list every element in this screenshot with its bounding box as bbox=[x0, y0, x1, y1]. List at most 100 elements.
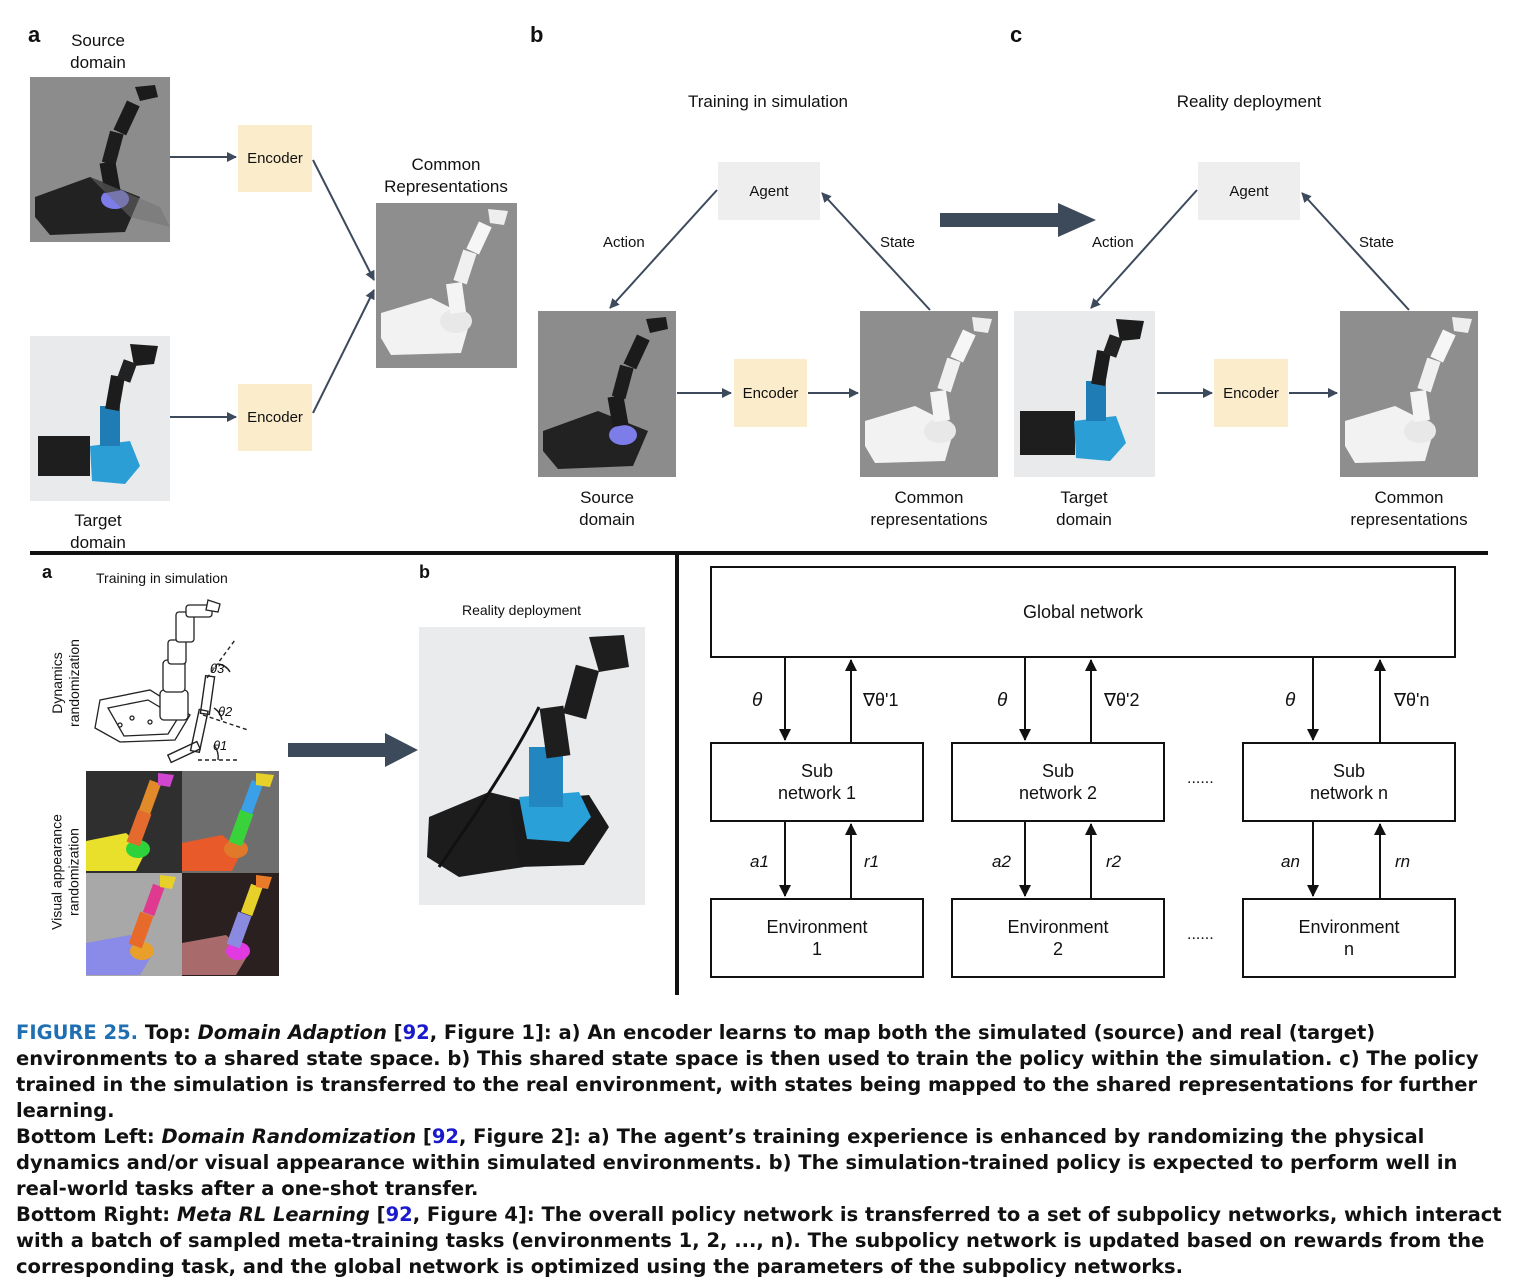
common-representations-label-c: Common representations bbox=[1350, 488, 1468, 529]
common-representation-image-b bbox=[860, 311, 998, 477]
action-label-n: an bbox=[1281, 852, 1300, 871]
caption-top-ref-link[interactable]: 92 bbox=[402, 1021, 430, 1044]
common-representations-label-b: Common representations bbox=[870, 488, 988, 529]
arrow-agent-action-c bbox=[1090, 189, 1198, 309]
robot-arm-render bbox=[543, 317, 668, 469]
caption-br-ref-link[interactable]: 92 bbox=[385, 1203, 413, 1226]
reward-label-n: rn bbox=[1395, 852, 1411, 871]
arrow-encoder-top-to-common bbox=[312, 159, 375, 281]
figure-caption: FIGURE 25. Top: Domain Adaption [92, Fig… bbox=[16, 1021, 1502, 1278]
colored-robot-blue bbox=[86, 875, 176, 975]
robot-arm-photo bbox=[1020, 319, 1144, 461]
visual-randomization-label: Visual appearance randomization bbox=[48, 814, 82, 930]
panel-letter-b: b bbox=[530, 22, 544, 47]
theta-label-n: θ bbox=[1285, 690, 1296, 711]
theta-label-1: θ bbox=[752, 690, 763, 711]
agent-box-c: Agent bbox=[1198, 162, 1300, 220]
colored-robot-yellow bbox=[86, 773, 174, 871]
target-domain-image-c bbox=[1014, 311, 1155, 477]
grad-label-2: ∇θ'2 bbox=[1104, 690, 1140, 710]
transfer-arrow-top bbox=[940, 203, 1096, 237]
encoder-box-b: Encoder bbox=[734, 359, 807, 427]
caption-bl-title: Domain Randomization bbox=[161, 1125, 417, 1148]
caption-bl-ref-link[interactable]: 92 bbox=[431, 1125, 459, 1148]
bl-panel-letter-a: a bbox=[42, 562, 53, 582]
dynamics-randomization-label: Dynamics randomization bbox=[49, 639, 82, 727]
bl-reality-title: Reality deployment bbox=[462, 602, 582, 618]
caption-top-title: Domain Adaption bbox=[197, 1021, 387, 1044]
visual-variant-blue bbox=[86, 873, 182, 976]
sub-network-ellipsis: ...... bbox=[1187, 770, 1214, 787]
theta3-label: θ3 bbox=[210, 661, 225, 676]
caption-bl-ref-figure: Figure 2 bbox=[473, 1125, 565, 1148]
arrow-encoder-bottom-to-common bbox=[312, 289, 375, 414]
panel-letter-a: a bbox=[28, 22, 41, 47]
action-label-b: Action bbox=[603, 234, 645, 251]
arrow-agent-action-b bbox=[609, 189, 718, 309]
environment-1-box: Environment 1 bbox=[710, 898, 924, 978]
visual-variant-pink bbox=[182, 873, 279, 976]
caption-top-text: : a) An encoder learns to map both the s… bbox=[16, 1021, 1479, 1122]
theta1-label: θ1 bbox=[213, 738, 228, 753]
encoder-box-bottom: Encoder bbox=[238, 384, 312, 451]
caption-br-title: Meta RL Learning bbox=[176, 1203, 370, 1226]
colored-robot-red bbox=[182, 773, 274, 871]
source-domain-image-b bbox=[538, 311, 676, 477]
sub-network-1-box: Sub network 1 bbox=[710, 742, 924, 822]
source-domain-image bbox=[30, 77, 170, 242]
visual-variant-red bbox=[182, 771, 279, 873]
reward-label-2: r2 bbox=[1106, 852, 1122, 871]
action-label-c: Action bbox=[1092, 234, 1134, 251]
agent-box-b: Agent bbox=[718, 162, 820, 220]
caption-bl-prefix: Bottom Left: bbox=[16, 1125, 155, 1148]
arrow-state-to-agent-b bbox=[821, 192, 931, 311]
environment-ellipsis: ...... bbox=[1187, 926, 1214, 943]
target-domain-label-c: Target domain bbox=[1056, 488, 1112, 529]
theta2-label: θ2 bbox=[218, 704, 233, 719]
reward-label-1: r1 bbox=[864, 852, 880, 871]
action-label-1: a1 bbox=[750, 852, 769, 871]
robot-arm-render bbox=[35, 85, 170, 235]
caption-top-prefix: Top: bbox=[144, 1021, 191, 1044]
grad-label-1: ∇θ'1 bbox=[863, 690, 899, 710]
state-label-c: State bbox=[1359, 234, 1395, 251]
sub-network-n-box: Sub network n bbox=[1242, 742, 1456, 822]
arrow-state-to-agent-c bbox=[1301, 192, 1410, 311]
training-simulation-title: Training in simulation bbox=[688, 92, 848, 111]
dynamics-robot-sketch bbox=[94, 599, 221, 743]
environment-n-box: Environment n bbox=[1242, 898, 1456, 978]
colored-robot-pink bbox=[182, 875, 272, 975]
theta-label-2: θ bbox=[997, 690, 1008, 711]
source-domain-label: Source domain bbox=[70, 31, 126, 72]
reality-deployment-title: Reality deployment bbox=[1176, 92, 1322, 111]
panel-letter-c: c bbox=[1010, 22, 1023, 47]
state-label-b: State bbox=[880, 234, 916, 251]
common-representation-image bbox=[376, 203, 517, 368]
visual-variant-yellow bbox=[86, 771, 182, 873]
joint-angle-diagram bbox=[166, 639, 249, 764]
encoder-box-c: Encoder bbox=[1214, 359, 1288, 427]
robot-arm-white-render bbox=[381, 209, 508, 355]
caption-bl-text: : a) The agent’s training experience is … bbox=[16, 1125, 1458, 1200]
reality-robot-photo bbox=[419, 627, 645, 905]
caption-br-ref-figure: Figure 4 bbox=[426, 1203, 518, 1226]
bl-panel-letter-b: b bbox=[419, 562, 430, 582]
transfer-arrow-bottom bbox=[288, 733, 418, 767]
encoder-box-top: Encoder bbox=[238, 125, 312, 192]
common-representations-label: Common Representations bbox=[384, 155, 508, 196]
environment-2-box: Environment 2 bbox=[951, 898, 1165, 978]
caption-br-prefix: Bottom Right: bbox=[16, 1203, 171, 1226]
robot-arm-white-render bbox=[1345, 317, 1472, 463]
grad-label-n: ∇θ'n bbox=[1394, 690, 1430, 710]
target-domain-label: Target domain bbox=[70, 511, 126, 552]
action-label-2: a2 bbox=[992, 852, 1011, 871]
robot-arm-white-render bbox=[865, 317, 992, 463]
target-domain-image bbox=[30, 336, 170, 501]
sub-network-2-box: Sub network 2 bbox=[951, 742, 1165, 822]
caption-top-ref-figure: Figure 1 bbox=[443, 1021, 535, 1044]
source-domain-label-b: Source domain bbox=[579, 488, 635, 529]
figure-label: FIGURE 25. bbox=[16, 1021, 139, 1044]
bl-training-title: Training in simulation bbox=[96, 570, 228, 586]
robot-arm-photo-large bbox=[427, 635, 629, 877]
